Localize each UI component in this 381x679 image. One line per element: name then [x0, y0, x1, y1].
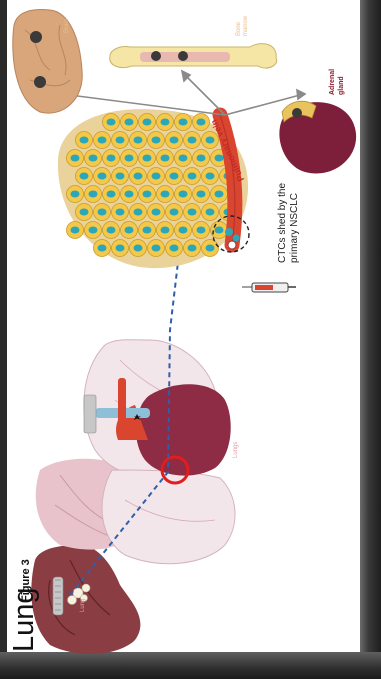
- cell-nucleus: [206, 137, 215, 144]
- cell-nucleus: [125, 191, 134, 198]
- cell-nucleus: [125, 119, 134, 126]
- brain-illustration: [13, 10, 82, 114]
- cell-nucleus: [125, 227, 134, 234]
- cell-nucleus: [197, 227, 206, 234]
- chest-lungs-label: Lungs: [233, 442, 239, 458]
- cell-nucleus: [179, 227, 188, 234]
- cell-nucleus: [116, 173, 125, 180]
- ctc-label-line1: CTCs shed by the: [277, 183, 288, 263]
- cell-nucleus: [170, 245, 179, 252]
- cell-nucleus: [206, 173, 215, 180]
- cell-nucleus: [179, 119, 188, 126]
- metastasis-arrows: [58, 71, 305, 115]
- cell-nucleus: [170, 209, 179, 216]
- cell-nucleus: [197, 155, 206, 162]
- cell-nucleus: [170, 173, 179, 180]
- cell-nucleus: [107, 155, 116, 162]
- bone-illustration: [110, 44, 277, 68]
- cell-nucleus: [197, 119, 206, 126]
- cell-nucleus: [161, 191, 170, 198]
- cell-nucleus: [188, 137, 197, 144]
- cell-nucleus: [152, 137, 161, 144]
- cell-nucleus: [89, 155, 98, 162]
- cell-nucleus: [71, 227, 80, 234]
- cell-nucleus: [143, 119, 152, 126]
- caption-large-text: Lung: [8, 587, 41, 652]
- cell-nucleus: [152, 173, 161, 180]
- ctc-label-line2: primary NSCLC: [289, 193, 300, 263]
- bone-marrow-label-line1: Bone: [236, 22, 242, 36]
- cell-nucleus: [188, 173, 197, 180]
- cell-nucleus: [116, 137, 125, 144]
- cell-nucleus: [116, 245, 125, 252]
- brain-label: Brain: [64, 19, 70, 33]
- lung-label: Lung: [80, 599, 86, 612]
- cell-nucleus: [215, 155, 224, 162]
- cell-nucleus: [98, 173, 107, 180]
- cell-nucleus: [134, 173, 143, 180]
- cell-nucleus: [98, 245, 107, 252]
- cell-nucleus: [143, 155, 152, 162]
- cell-nucleus: [206, 209, 215, 216]
- adrenal-label-line2: gland: [338, 76, 345, 95]
- cell-nucleus: [89, 191, 98, 198]
- cell-nucleus: [161, 155, 170, 162]
- cell-nucleus: [215, 191, 224, 198]
- cell-nucleus: [143, 227, 152, 234]
- cell-nucleus: [80, 137, 89, 144]
- cell-nucleus: [179, 191, 188, 198]
- cell-nucleus: [206, 245, 215, 252]
- cell-nucleus: [134, 137, 143, 144]
- bone-marrow-label-line2: marrow: [243, 16, 249, 36]
- cell-nucleus: [179, 155, 188, 162]
- cell-nucleus: [89, 227, 98, 234]
- cell-nucleus: [188, 209, 197, 216]
- cell-nucleus: [71, 155, 80, 162]
- cell-nucleus: [161, 227, 170, 234]
- cell-nucleus: [98, 137, 107, 144]
- cell-nucleus: [80, 173, 89, 180]
- cell-nucleus: [188, 245, 197, 252]
- cell-nucleus: [143, 191, 152, 198]
- cell-nucleus: [107, 227, 116, 234]
- adrenal-label-line1: Adrenal: [329, 69, 336, 95]
- cell-nucleus: [134, 209, 143, 216]
- cell-nucleus: [197, 191, 206, 198]
- cell-nucleus: [134, 245, 143, 252]
- cell-nucleus: [215, 227, 224, 234]
- cell-nucleus: [125, 155, 134, 162]
- cell-nucleus: [170, 137, 179, 144]
- cell-nucleus: [98, 209, 107, 216]
- cell-nucleus: [107, 191, 116, 198]
- syringe-icon: [242, 283, 296, 292]
- cell-nucleus: [71, 191, 80, 198]
- adrenal-gland-illustration: [279, 101, 356, 173]
- cell-nucleus: [116, 209, 125, 216]
- cell-nucleus: [80, 209, 89, 216]
- cell-nucleus: [152, 209, 161, 216]
- cell-nucleus: [152, 245, 161, 252]
- cell-nucleus: [161, 119, 170, 126]
- cell-nucleus: [107, 119, 116, 126]
